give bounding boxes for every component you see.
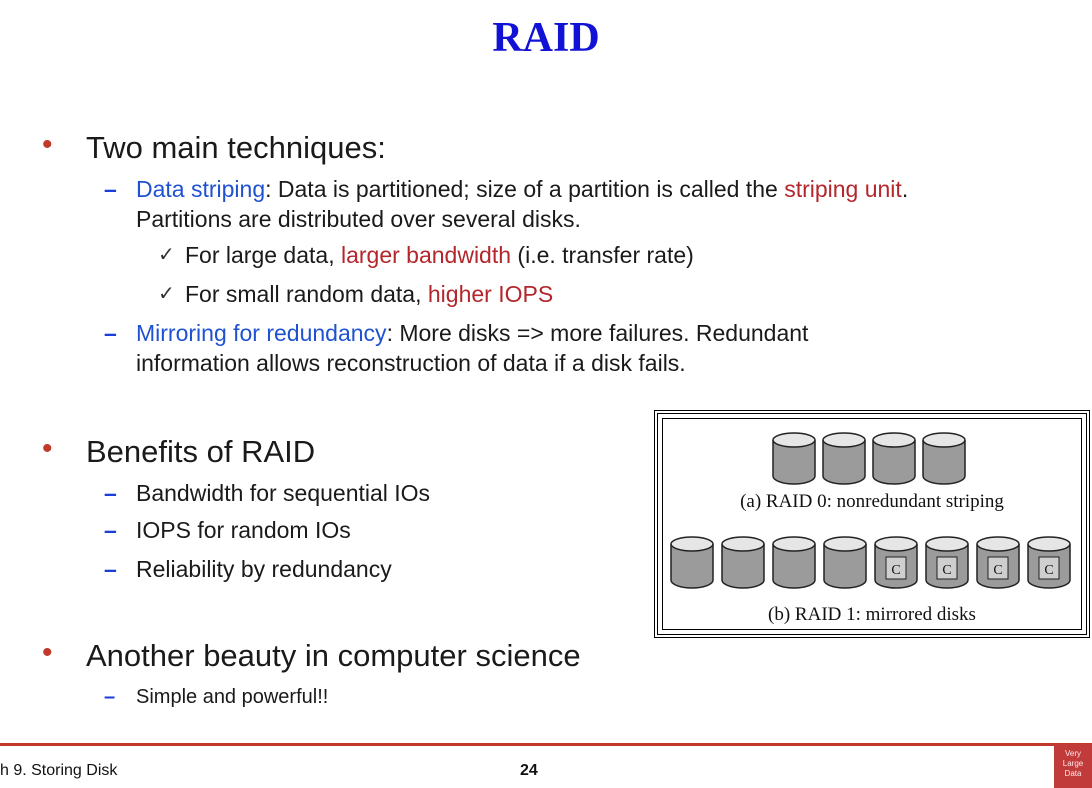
dash-marker: – [104,176,117,202]
slide-title: RAID [492,15,600,61]
striping-text-a: : Data is partitioned; size of a partiti… [265,176,785,202]
check-disk-icon: C [873,535,919,589]
check-disk-icon: C [1026,535,1072,589]
techniques-heading: Two main techniques: [86,130,386,165]
dash-marker: – [104,686,116,708]
raid1-caption: (b) RAID 1: mirrored disks [768,604,976,625]
disk-icon [669,535,715,589]
disk-icon [871,431,917,485]
disk-icon [771,431,817,485]
check-disk-label: C [942,563,951,578]
logo: Very Large Data [1054,744,1092,788]
benefits-heading: Benefits of RAID [86,434,316,469]
check-disk-label: C [1044,563,1053,578]
disk-icon [821,431,867,485]
striping-unit-highlight: striping unit [784,176,902,202]
check-disk-icon: C [924,535,970,589]
page-number: 24 [520,762,538,779]
dash-marker: – [104,517,117,543]
footer-chapter: h 9. Storing Disk [0,762,118,779]
checkmark-icon: ✓ [158,244,175,266]
bullet-dot: • [42,636,53,669]
check-disk-icon: C [975,535,1021,589]
disk-icon [822,535,868,589]
check-disk-label: C [891,563,900,578]
striping-term: Data striping [136,176,266,202]
dash-marker: – [104,480,117,506]
raid-figure: (a) RAID 0: nonredundant striping C C C … [654,410,1090,638]
checkmark-icon: ✓ [158,283,175,305]
disk-icon [771,535,817,589]
raid0-caption: (a) RAID 0: nonredundant striping [740,491,1004,512]
dash-marker: – [104,556,117,582]
beauty-heading: Another beauty in computer science [86,638,581,673]
striping-text-b: . [901,176,909,202]
mirroring-term: Mirroring for redundancy [136,320,387,346]
bullet-dot: • [42,432,53,465]
footer-rule [0,743,1092,746]
disk-icon [720,535,766,589]
dash-marker: – [104,320,117,346]
check-disk-label: C [993,563,1002,578]
bullet-dot: • [42,128,53,161]
disk-icon [921,431,967,485]
